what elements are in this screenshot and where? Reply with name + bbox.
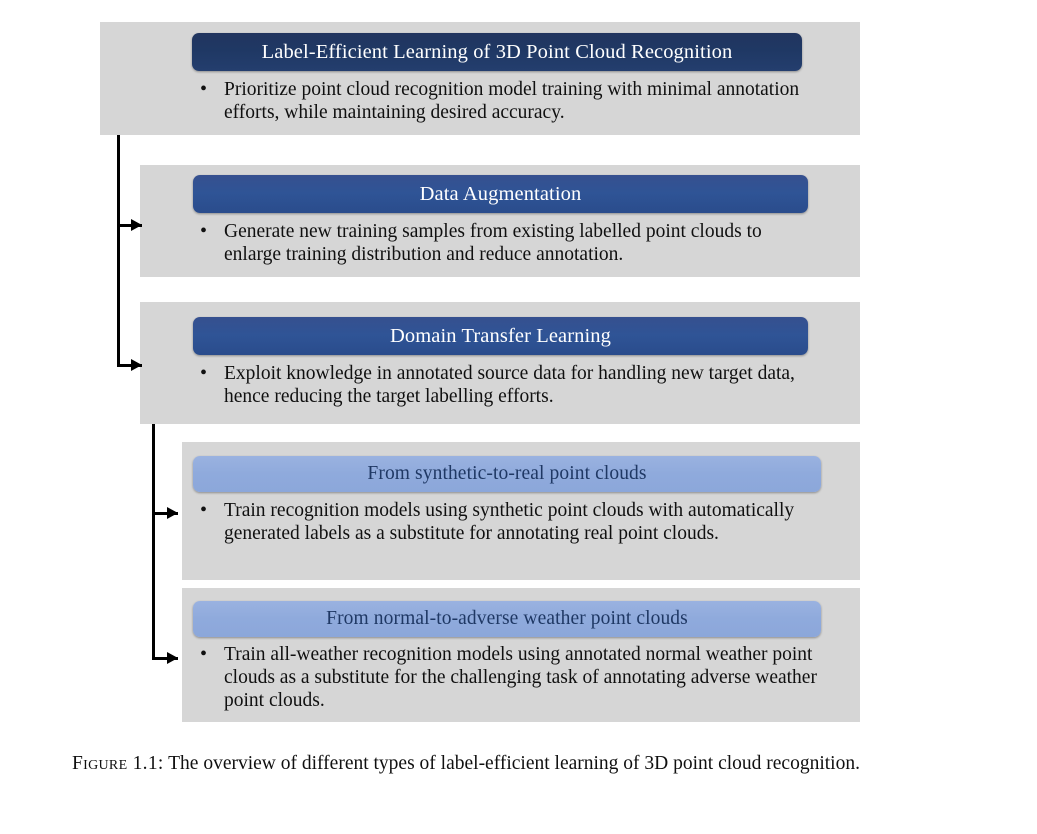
card-normal-to-adverse-weather: From normal-to-adverse weather point clo…: [182, 588, 860, 722]
arrow-head-to-synthetic-to-real: [167, 507, 178, 519]
card-title-text: Label-Efficient Learning of 3D Point Clo…: [261, 40, 733, 63]
bullet-marker-icon: •: [200, 362, 208, 384]
card-header-label-efficient-learning[interactable]: Label-Efficient Learning of 3D Point Clo…: [192, 33, 802, 71]
card-bullet-text: Exploit knowledge in annotated source da…: [224, 363, 795, 407]
bullet-marker-icon: •: [200, 220, 208, 242]
connector-branch-to-data-augmentation: [117, 224, 142, 227]
card-header-normal-to-adverse-weather[interactable]: From normal-to-adverse weather point clo…: [193, 601, 821, 637]
card-bullet-label-efficient-learning: • Prioritize point cloud recognition mod…: [200, 79, 810, 125]
arrow-head-to-domain-transfer-learning: [131, 359, 142, 371]
arrow-head-to-normal-to-adverse-weather: [167, 652, 178, 664]
figure-caption-label: Figure 1.1:: [72, 753, 164, 774]
card-bullet-synthetic-to-real: • Train recognition models using synthet…: [200, 500, 800, 546]
card-header-synthetic-to-real[interactable]: From synthetic-to-real point clouds: [193, 456, 821, 492]
bullet-marker-icon: •: [200, 499, 208, 521]
card-title-text: From synthetic-to-real point clouds: [367, 463, 647, 484]
card-synthetic-to-real: From synthetic-to-real point clouds • Tr…: [182, 442, 860, 580]
card-bullet-text: Prioritize point cloud recognition model…: [224, 79, 800, 123]
card-bullet-text: Train recognition models using synthetic…: [224, 500, 795, 544]
bullet-marker-icon: •: [200, 78, 208, 100]
card-title-text: Domain Transfer Learning: [389, 324, 612, 347]
arrow-head-to-data-augmentation: [131, 219, 142, 231]
card-data-augmentation: Data Augmentation • Generate new trainin…: [140, 165, 860, 277]
card-header-data-augmentation[interactable]: Data Augmentation: [193, 175, 808, 213]
card-bullet-domain-transfer-learning: • Exploit knowledge in annotated source …: [200, 363, 820, 409]
bullet-marker-icon: •: [200, 643, 208, 665]
figure-caption: Figure 1.1: The overview of different ty…: [72, 750, 972, 778]
connector-trunk-root: [117, 135, 120, 367]
card-bullet-normal-to-adverse-weather: • Train all-weather recognition models u…: [200, 644, 820, 712]
connector-branch-to-domain-transfer-learning: [117, 364, 142, 367]
card-header-domain-transfer-learning[interactable]: Domain Transfer Learning: [193, 317, 808, 355]
card-bullet-data-augmentation: • Generate new training samples from exi…: [200, 221, 800, 267]
connector-trunk-domain-transfer-learning: [152, 424, 155, 660]
connector-branch-to-normal-to-adverse-weather: [152, 657, 178, 660]
card-title-text: From normal-to-adverse weather point clo…: [326, 608, 688, 629]
card-domain-transfer-learning: Domain Transfer Learning • Exploit knowl…: [140, 302, 860, 424]
card-label-efficient-learning: Label-Efficient Learning of 3D Point Clo…: [100, 22, 860, 135]
connector-branch-to-synthetic-to-real: [152, 512, 178, 515]
card-bullet-text: Train all-weather recognition models usi…: [224, 644, 817, 711]
card-title-text: Data Augmentation: [419, 182, 582, 205]
figure-caption-text: The overview of different types of label…: [168, 753, 860, 774]
card-bullet-text: Generate new training samples from exist…: [224, 221, 762, 265]
